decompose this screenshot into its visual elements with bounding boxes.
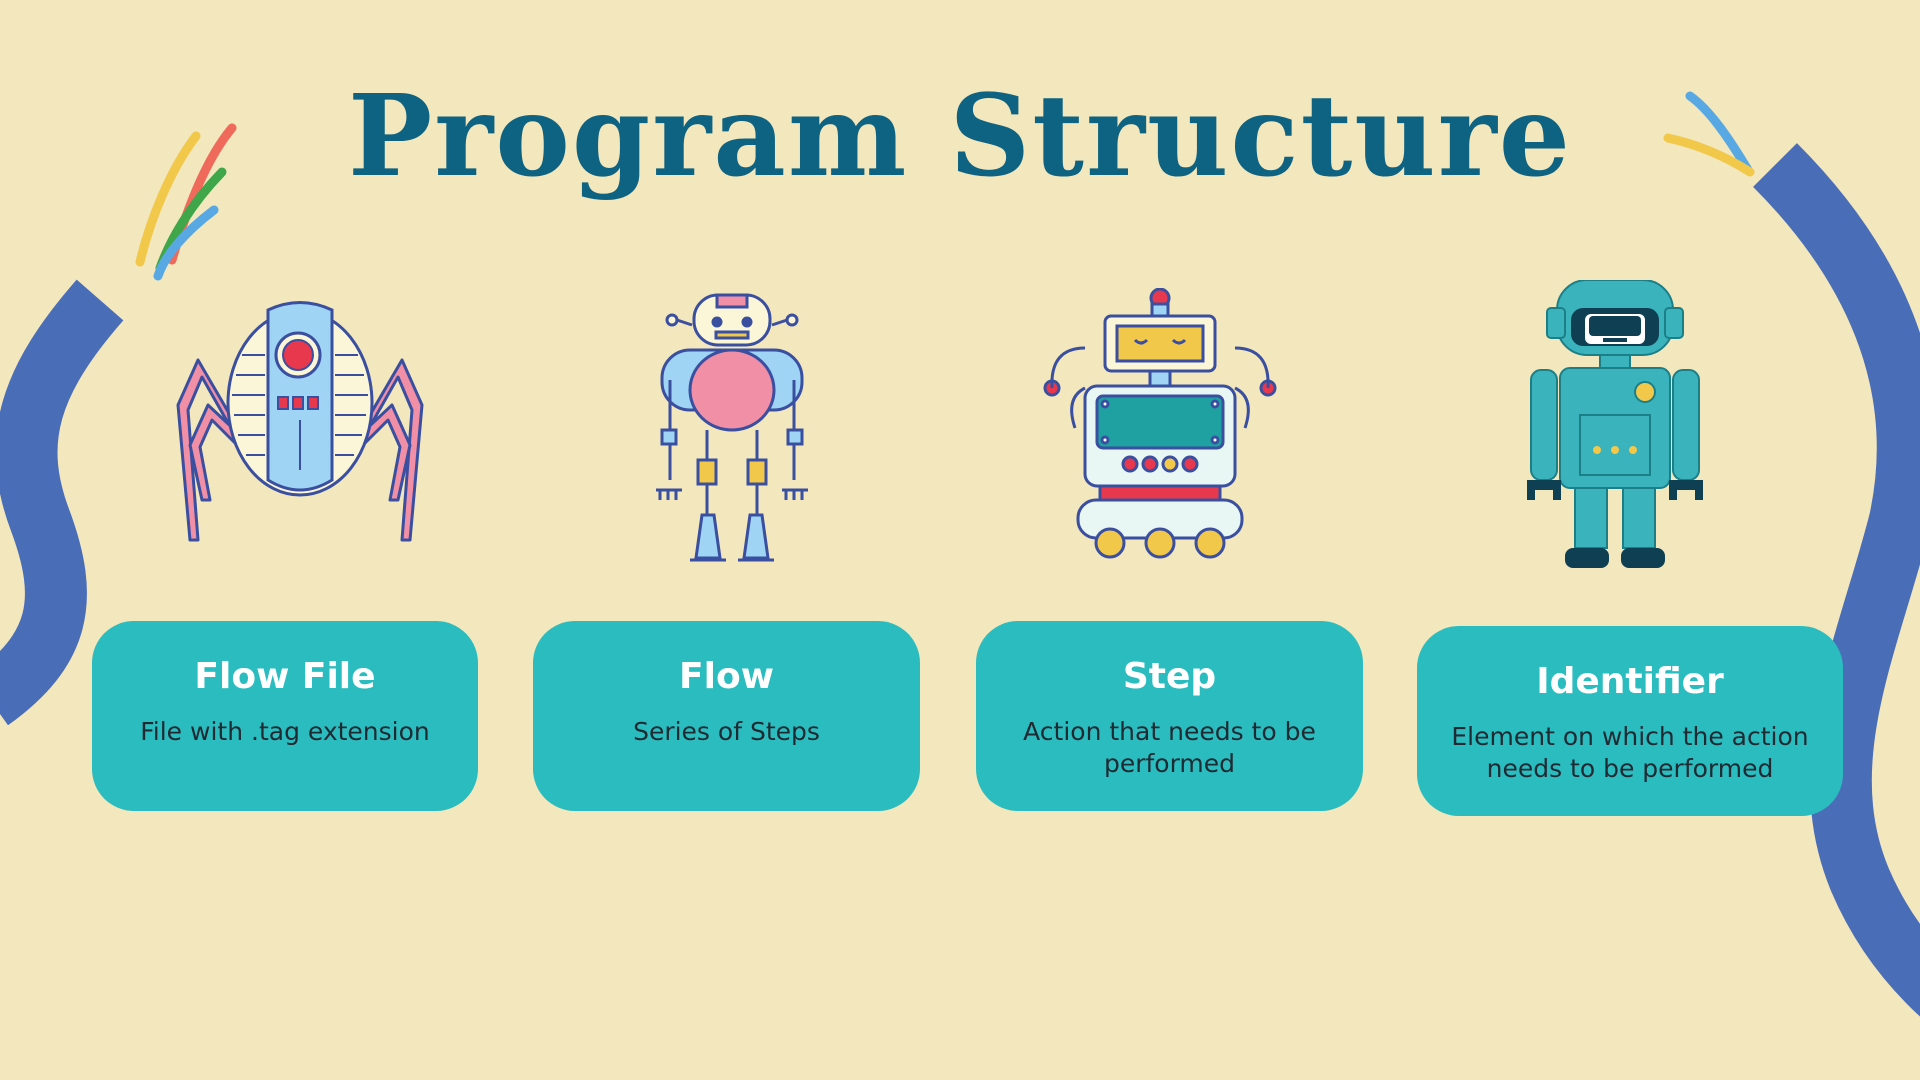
card-description: File with .tag extension — [140, 717, 430, 747]
card-title: Identifier — [1536, 661, 1724, 702]
wheeled-robot-icon — [1043, 288, 1277, 559]
card-description: Element on which the action needs to be … — [1451, 722, 1809, 784]
page-title: Program Structure — [348, 71, 1572, 202]
card-identifier: Identifier Element on which the action n… — [1417, 626, 1843, 816]
left-cable-icon — [0, 123, 237, 726]
card-title: Flow File — [194, 656, 376, 697]
humanoid-robot-icon — [656, 293, 808, 562]
card-flow: Flow Series of Steps — [533, 621, 920, 811]
right-cable-icon — [1663, 91, 1920, 1017]
card-flow-file: Flow File File with .tag extension — [92, 621, 478, 811]
card-step: Step Action that needs to be performed — [976, 621, 1363, 811]
teal-robot-icon — [1527, 280, 1703, 568]
spider-robot-icon — [176, 301, 424, 542]
card-description: Action that needs to be performed — [1023, 717, 1316, 779]
card-title: Step — [1122, 656, 1217, 697]
card-title: Flow — [679, 656, 774, 697]
card-description: Series of Steps — [633, 717, 820, 747]
